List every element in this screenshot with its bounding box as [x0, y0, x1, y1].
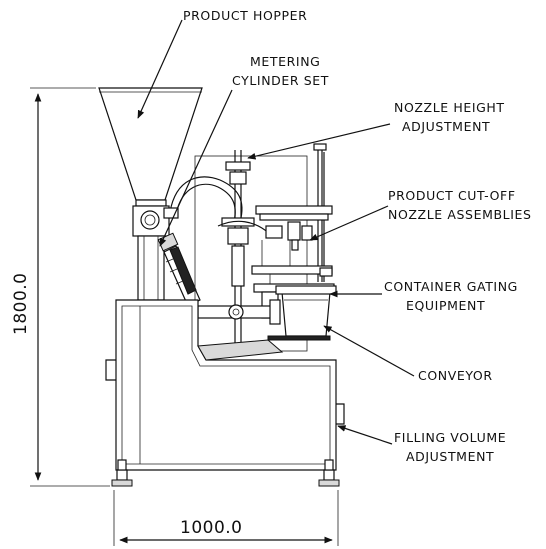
- conveyor-cup: [267, 285, 337, 341]
- label-cutoff-line2: NOZZLE ASSEMBLIES: [388, 207, 532, 222]
- label-product-hopper: PRODUCT HOPPER: [183, 8, 307, 23]
- feet: [111, 459, 340, 487]
- width-dimension: 1000.0: [113, 490, 339, 546]
- label-cutoff-line1: PRODUCT CUT-OFF: [388, 188, 516, 203]
- height-dimension: 1800.0: [11, 87, 110, 487]
- label-nozzle-height-line1: NOZZLE HEIGHT: [394, 100, 505, 115]
- label-gating-line2: EQUIPMENT: [406, 298, 485, 313]
- height-dimension-label: 1800.0: [11, 273, 31, 335]
- label-filling-line2: ADJUSTMENT: [406, 449, 494, 464]
- label-nozzle-height-line2: ADJUSTMENT: [402, 119, 490, 134]
- label-metering-line2: CYLINDER SET: [232, 73, 329, 88]
- machine-drawing: [98, 87, 345, 487]
- metering-column: [132, 205, 170, 301]
- label-filling-line1: FILLING VOLUME: [394, 430, 506, 445]
- label-metering-line1: METERING: [250, 54, 320, 69]
- cut-off-nozzle-assemblies: [217, 205, 333, 270]
- width-dimension-label: 1000.0: [180, 518, 242, 538]
- leader-lines: [137, 19, 415, 445]
- label-gating-line1: CONTAINER GATING: [384, 279, 518, 294]
- main-cabinet: [105, 299, 345, 471]
- callout-labels: PRODUCT HOPPER METERING CYLINDER SET NOZ…: [183, 8, 532, 464]
- label-conveyor: CONVEYOR: [418, 368, 493, 383]
